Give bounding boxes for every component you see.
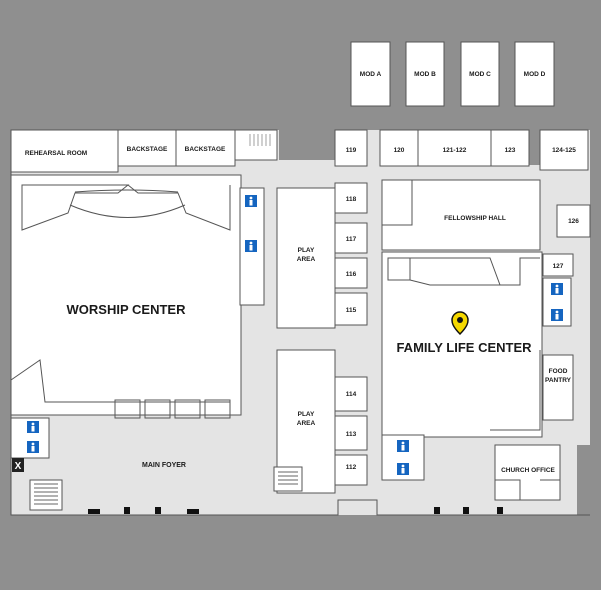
room-112[interactable] [334, 454, 368, 486]
stair-lower [273, 466, 303, 492]
restroom-icon [397, 440, 409, 452]
backstage-left[interactable] [117, 129, 177, 167]
module-c-label: MOD C [469, 71, 491, 78]
main-foyer-label: MAIN FOYER [142, 462, 186, 469]
elevator-x-icon: X [12, 458, 24, 472]
classroom-column: 118 117 116 115 114 113 112 [334, 182, 368, 486]
stair-lines-foyer [34, 483, 58, 505]
room-116[interactable] [334, 257, 368, 289]
module-d-label: MOD D [524, 71, 546, 78]
module-a[interactable] [350, 41, 391, 107]
room-127-label: 127 [553, 263, 564, 270]
room-112-label: 112 [346, 464, 357, 471]
module-buildings: MOD A MOD B MOD C MOD D [350, 41, 555, 107]
room-117[interactable] [334, 222, 368, 254]
fellowship-hall-label: FELLOWSHIP HALL [444, 215, 506, 222]
room-123[interactable] [490, 129, 530, 167]
food-pantry-label-2: PANTRY [545, 377, 572, 384]
elevator-x-glyph: X [15, 461, 22, 472]
stair-lines-top [249, 134, 271, 146]
room-121-122-label: 121-122 [443, 147, 467, 154]
module-b[interactable] [405, 41, 445, 107]
room-120-label: 120 [394, 147, 405, 154]
room-116-label: 116 [346, 271, 357, 278]
room-115-label: 115 [346, 307, 357, 314]
room-120[interactable] [379, 129, 419, 167]
location-pin-icon [451, 311, 469, 336]
worship-center-area[interactable] [10, 174, 242, 419]
restroom-icon [27, 441, 39, 453]
restroom-icon [397, 463, 409, 475]
church-office-area[interactable] [494, 444, 561, 501]
family-life-center-area[interactable] [381, 251, 543, 438]
play-area-lower-label-1: PLAY [298, 411, 315, 418]
worship-center-label: WORSHIP CENTER [67, 302, 187, 317]
room-118-label: 118 [346, 196, 357, 203]
restroom-icon [551, 309, 563, 321]
play-area-upper-label-1: PLAY [298, 247, 315, 254]
module-b-label: MOD B [414, 71, 436, 78]
church-office-label: CHURCH OFFICE [501, 467, 555, 474]
room-115[interactable] [334, 292, 368, 326]
room-127[interactable] [542, 253, 574, 277]
play-area-upper[interactable] [276, 187, 336, 329]
food-pantry[interactable] [542, 354, 574, 421]
room-117-label: 117 [346, 236, 357, 243]
room-113[interactable] [334, 415, 368, 451]
room-113-label: 113 [346, 431, 357, 438]
backstage-right-label: BACKSTAGE [185, 146, 226, 153]
room-114-label: 114 [346, 391, 357, 398]
family-life-center-label: FAMILY LIFE CENTER [396, 340, 532, 355]
room-124-125-label: 124-125 [552, 147, 576, 154]
room-114[interactable] [334, 376, 368, 412]
room-126-label: 126 [568, 218, 579, 225]
stair-lines-lower [278, 471, 298, 485]
rehearsal-room-label: REHEARSAL ROOM [25, 150, 87, 157]
play-area-lower-label-2: AREA [297, 420, 316, 427]
room-123-label: 123 [505, 147, 516, 154]
restroom-icon [245, 240, 257, 252]
play-area-upper-label-2: AREA [297, 256, 316, 263]
restroom-icon [245, 195, 257, 207]
stair-foyer [29, 479, 63, 511]
fellowship-hall[interactable] [381, 179, 541, 251]
module-a-label: MOD A [360, 71, 382, 78]
room-124-125[interactable] [539, 129, 589, 171]
backstage-left-label: BACKSTAGE [127, 146, 168, 153]
food-pantry-label-1: FOOD [549, 368, 568, 375]
top-row-rooms: 119 120 121-122 123 124-125 [334, 129, 589, 171]
stair-top [234, 129, 278, 161]
restroom-icon [27, 421, 39, 433]
room-118[interactable] [334, 182, 368, 214]
room-119[interactable] [334, 129, 368, 167]
entrance-markers [88, 507, 503, 514]
module-c[interactable] [460, 41, 500, 107]
module-d[interactable] [514, 41, 555, 107]
room-121-122[interactable] [417, 129, 492, 167]
restroom-icon [551, 283, 563, 295]
room-126[interactable] [556, 204, 591, 238]
room-119-label: 119 [346, 147, 357, 154]
